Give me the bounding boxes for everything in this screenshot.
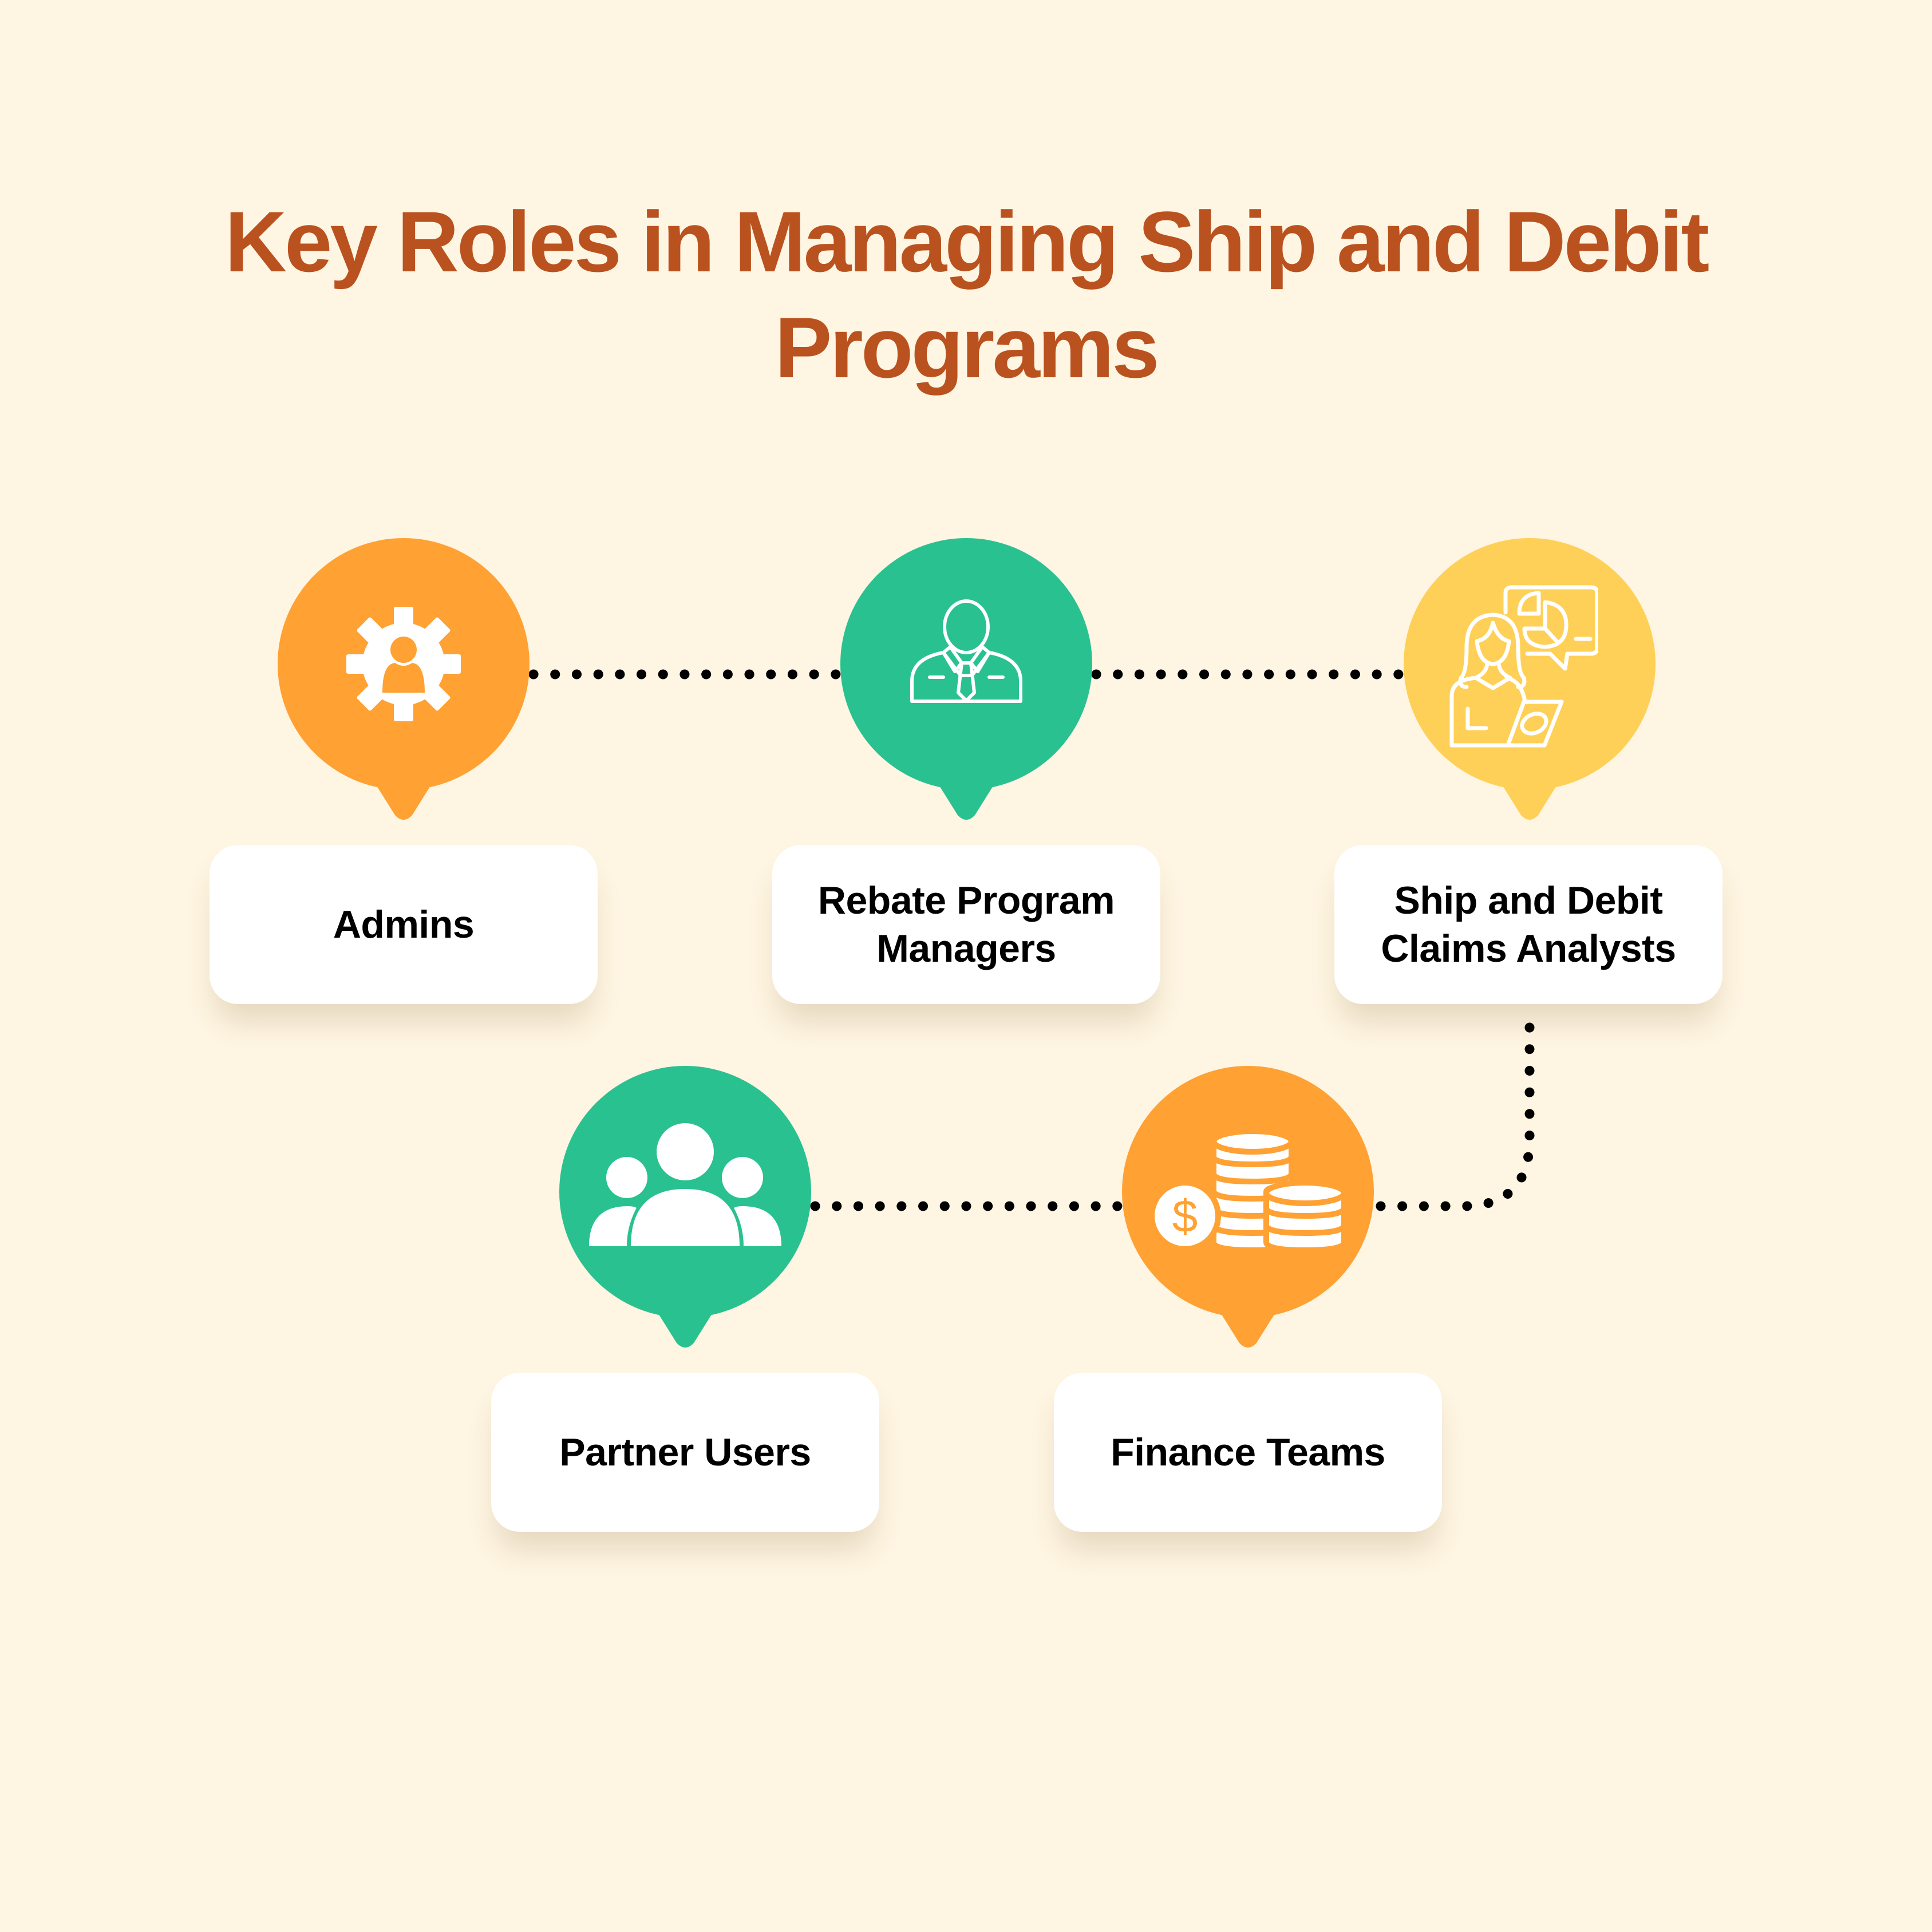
title-line-2: Programs bbox=[775, 299, 1159, 396]
gear-user-icon bbox=[346, 607, 461, 721]
card-finance-teams: Finance Teams bbox=[1054, 1373, 1442, 1532]
pin-admins bbox=[278, 538, 530, 824]
role-label-finance-teams: Finance Teams bbox=[1111, 1431, 1385, 1474]
card-rebate-program-managers: Rebate Program Managers bbox=[772, 845, 1160, 1004]
businessman-icon bbox=[910, 599, 1022, 703]
pin-rebate-program-managers bbox=[840, 538, 1092, 824]
role-label-admins: Admins bbox=[333, 903, 475, 946]
svg-text:$: $ bbox=[1172, 1191, 1198, 1242]
card-partner-users: Partner Users bbox=[491, 1373, 879, 1532]
user-group-icon bbox=[589, 1123, 781, 1246]
title-line-1: Key Roles in Managing Ship and Debit bbox=[224, 193, 1710, 290]
analyst-presentation-icon bbox=[1449, 585, 1598, 748]
pin-claims-analysts bbox=[1404, 538, 1656, 824]
pin-finance-teams: $ bbox=[1122, 1066, 1374, 1352]
role-label-rebate-program-managers: Rebate Program Managers bbox=[817, 879, 1115, 970]
coins-dollar-icon: $ bbox=[1151, 1128, 1345, 1254]
connector-analysts-finance bbox=[1372, 1022, 1535, 1211]
card-claims-analysts: Ship and Debit Claims Analysts bbox=[1334, 845, 1722, 1004]
role-label-claims-analysts: Ship and Debit Claims Analysts bbox=[1381, 879, 1676, 970]
role-label-partner-users: Partner Users bbox=[559, 1431, 811, 1474]
page-title: Key Roles in Managing Ship and Debit Pro… bbox=[0, 189, 1932, 401]
pin-partner-users bbox=[559, 1066, 811, 1352]
card-admins: Admins bbox=[210, 845, 598, 1004]
